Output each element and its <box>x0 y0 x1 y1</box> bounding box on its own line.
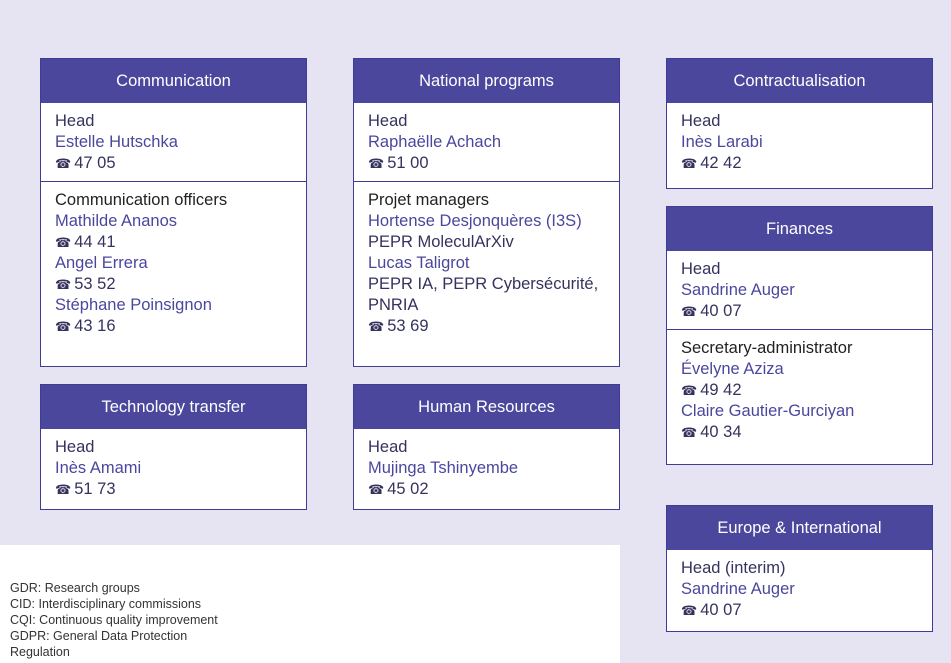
legend-item: GDPR: General Data Protection <box>10 629 188 643</box>
phone-icon: ☎ <box>55 319 72 334</box>
box-contractualisation: Contractualisation Head Inès Larabi ☎42 … <box>666 58 933 189</box>
box-title: National programs <box>354 59 619 103</box>
box-title: Technology transfer <box>41 385 306 429</box>
phone-icon: ☎ <box>55 235 72 250</box>
managers-label: Projet managers <box>368 191 490 209</box>
secretary-name: Évelyne Aziza <box>681 360 784 378</box>
secretary-phone: ☎49 42 <box>681 381 742 399</box>
officer-name: Angel Errera <box>55 254 148 272</box>
box-national-programs: National programs Head Raphaëlle Achach … <box>353 58 620 367</box>
head-section: Head Mujinga Tshinyembe ☎45 02 <box>354 429 619 500</box>
head-phone: ☎51 00 <box>368 154 429 172</box>
managers-section: Projet managers Hortense Desjonquères (I… <box>354 181 619 337</box>
head-name: Inès Larabi <box>681 133 763 151</box>
secretary-label: Secretary-administrator <box>681 339 853 357</box>
head-label: Head <box>681 260 721 278</box>
head-section: Head Inès Amami ☎51 73 <box>41 429 306 500</box>
head-name: Raphaëlle Achach <box>368 133 502 151</box>
head-phone: ☎51 73 <box>55 480 116 498</box>
phone-icon: ☎ <box>681 603 698 618</box>
head-label: Head <box>55 112 95 130</box>
box-title: Communication <box>41 59 306 103</box>
phone-icon: ☎ <box>55 482 72 497</box>
officer-name: Stéphane Poinsignon <box>55 296 212 314</box>
officers-label: Communication officers <box>55 191 228 209</box>
manager-note: PEPR MoleculArXiv <box>368 233 514 251</box>
head-label: Head <box>681 112 721 130</box>
box-communication: Communication Head Estelle Hutschka ☎47 … <box>40 58 307 367</box>
head-label: Head <box>368 112 408 130</box>
head-section: Head (interim) Sandrine Auger ☎40 07 <box>667 550 932 621</box>
head-label: Head <box>55 438 95 456</box>
box-technology-transfer: Technology transfer Head Inès Amami ☎51 … <box>40 384 307 510</box>
phone-icon: ☎ <box>55 277 72 292</box>
officer-phone: ☎44 41 <box>55 233 116 251</box>
box-title: Contractualisation <box>667 59 932 103</box>
phone-icon: ☎ <box>368 482 385 497</box>
box-title: Human Resources <box>354 385 619 429</box>
box-title: Finances <box>667 207 932 251</box>
head-name: Estelle Hutschka <box>55 133 178 151</box>
officers-section: Communication officers Mathilde Ananos ☎… <box>41 181 306 337</box>
phone-icon: ☎ <box>368 319 385 334</box>
manager-name: Lucas Taligrot <box>368 254 470 272</box>
legend-item: Regulation <box>10 645 70 659</box>
phone-icon: ☎ <box>368 156 385 171</box>
manager-note: PEPR IA, PEPR Cybersécurité, PNRIA <box>368 275 599 314</box>
manager-name: Hortense Desjonquères (I3S) <box>368 212 582 230</box>
secretary-section: Secretary-administrator Évelyne Aziza ☎4… <box>667 329 932 443</box>
head-name: Inès Amami <box>55 459 142 477</box>
head-section: Head Estelle Hutschka ☎47 05 <box>41 103 306 174</box>
head-label: Head <box>368 438 408 456</box>
head-label: Head (interim) <box>681 559 786 577</box>
head-section: Head Raphaëlle Achach ☎51 00 <box>354 103 619 174</box>
head-section: Head Sandrine Auger ☎40 07 <box>667 251 932 322</box>
secretary-name: Claire Gautier-Gurciyan <box>681 402 855 420</box>
head-phone: ☎45 02 <box>368 480 429 498</box>
legend-item: GDR: Research groups <box>10 581 140 595</box>
officer-phone: ☎43 16 <box>55 317 116 335</box>
officer-phone: ☎53 52 <box>55 275 116 293</box>
phone-icon: ☎ <box>681 156 698 171</box>
head-name: Sandrine Auger <box>681 580 795 598</box>
head-section: Head Inès Larabi ☎42 42 <box>667 103 932 174</box>
phone-icon: ☎ <box>681 304 698 319</box>
phone-icon: ☎ <box>681 383 698 398</box>
head-name: Sandrine Auger <box>681 281 795 299</box>
manager-phone: ☎53 69 <box>368 317 429 335</box>
head-phone: ☎42 42 <box>681 154 742 172</box>
box-human-resources: Human Resources Head Mujinga Tshinyembe … <box>353 384 620 510</box>
phone-icon: ☎ <box>55 156 72 171</box>
head-phone: ☎47 05 <box>55 154 116 172</box>
box-title: Europe & International <box>667 506 932 550</box>
officer-name: Mathilde Ananos <box>55 212 178 230</box>
box-finances: Finances Head Sandrine Auger ☎40 07 Secr… <box>666 206 933 465</box>
head-phone: ☎40 07 <box>681 601 742 619</box>
head-name: Mujinga Tshinyembe <box>368 459 519 477</box>
abbreviations-legend: GDR: Research groups CID: Interdisciplin… <box>10 580 310 660</box>
phone-icon: ☎ <box>681 425 698 440</box>
legend-item: CID: Interdisciplinary commissions <box>10 597 202 611</box>
secretary-phone: ☎40 34 <box>681 423 742 441</box>
box-europe-international: Europe & International Head (interim) Sa… <box>666 505 933 632</box>
head-phone: ☎40 07 <box>681 302 742 320</box>
legend-item: CQI: Continuous quality improvement <box>10 613 218 627</box>
